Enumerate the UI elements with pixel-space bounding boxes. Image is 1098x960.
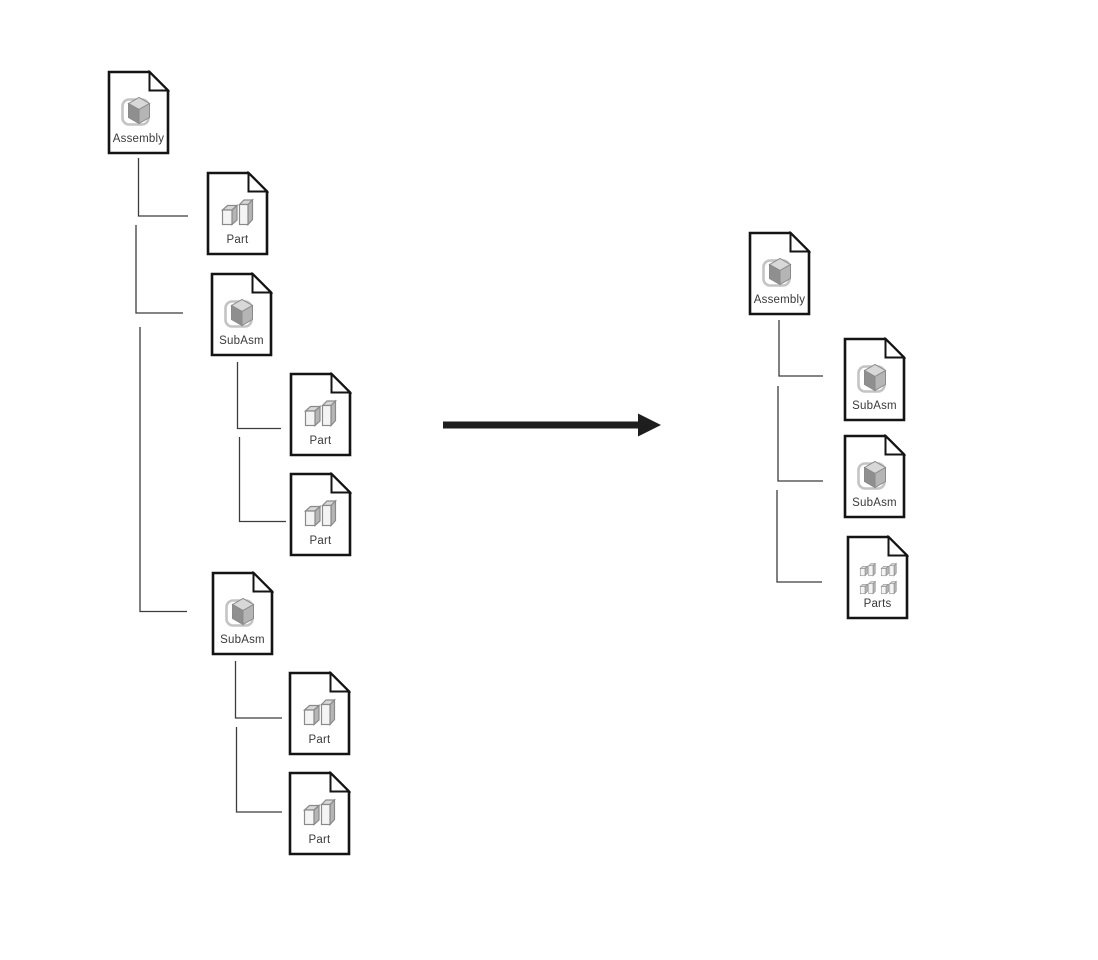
file-label: Assembly bbox=[753, 294, 806, 306]
tree-connector bbox=[238, 437, 286, 523]
file-label: Part bbox=[308, 834, 331, 846]
file-label: SubAsm bbox=[220, 634, 265, 646]
file-label: SubAsm bbox=[852, 400, 897, 412]
assembly-cube-icon bbox=[119, 91, 159, 127]
file-node-left-assembly: Assembly bbox=[107, 70, 170, 155]
part-prisms-icon bbox=[302, 697, 338, 730]
file-node-left-part-1: Part bbox=[206, 171, 269, 256]
assembly-cube-icon bbox=[223, 592, 263, 628]
file-label: SubAsm bbox=[219, 335, 264, 347]
file-node-right-subasm-2: SubAsm bbox=[843, 434, 906, 519]
file-label: Part bbox=[309, 535, 332, 547]
file-node-left-subasm-2-part-1: Part bbox=[288, 671, 351, 756]
tree-connector bbox=[235, 727, 282, 813]
file-node-left-subasm-2-part-2: Part bbox=[288, 771, 351, 856]
file-node-left-subasm-1: SubAsm bbox=[210, 272, 273, 357]
tree-connector bbox=[139, 327, 187, 613]
tree-connector bbox=[236, 362, 281, 430]
assembly-cube-icon bbox=[855, 358, 895, 394]
tree-connector bbox=[776, 490, 822, 583]
part-prisms-icon bbox=[303, 498, 339, 531]
file-node-right-subasm-1: SubAsm bbox=[843, 337, 906, 422]
file-node-right-assembly: Assembly bbox=[748, 231, 811, 316]
tree-connector bbox=[777, 386, 823, 482]
parts-grid-icon bbox=[857, 561, 899, 597]
file-node-left-subasm-2: SubAsm bbox=[211, 571, 274, 656]
assembly-cube-icon bbox=[222, 293, 262, 329]
file-label: Part bbox=[309, 435, 332, 447]
file-label: Parts bbox=[863, 598, 892, 610]
tree-connector bbox=[234, 661, 282, 719]
part-prisms-icon bbox=[302, 797, 338, 830]
file-label: Part bbox=[226, 234, 249, 246]
part-prisms-icon bbox=[303, 398, 339, 431]
file-node-left-subasm-1-part-1: Part bbox=[289, 372, 352, 457]
file-node-left-subasm-1-part-2: Part bbox=[289, 472, 352, 557]
file-label: Assembly bbox=[112, 133, 165, 145]
tree-connector bbox=[135, 225, 183, 314]
arrow-right-icon bbox=[443, 413, 661, 437]
part-prisms-icon bbox=[220, 197, 256, 230]
file-label: Part bbox=[308, 734, 331, 746]
assembly-cube-icon bbox=[855, 455, 895, 491]
tree-connector bbox=[137, 158, 188, 217]
assembly-cube-icon bbox=[760, 252, 800, 288]
file-label: SubAsm bbox=[852, 497, 897, 509]
tree-connector bbox=[778, 320, 823, 377]
file-node-right-parts: Parts bbox=[846, 535, 909, 620]
